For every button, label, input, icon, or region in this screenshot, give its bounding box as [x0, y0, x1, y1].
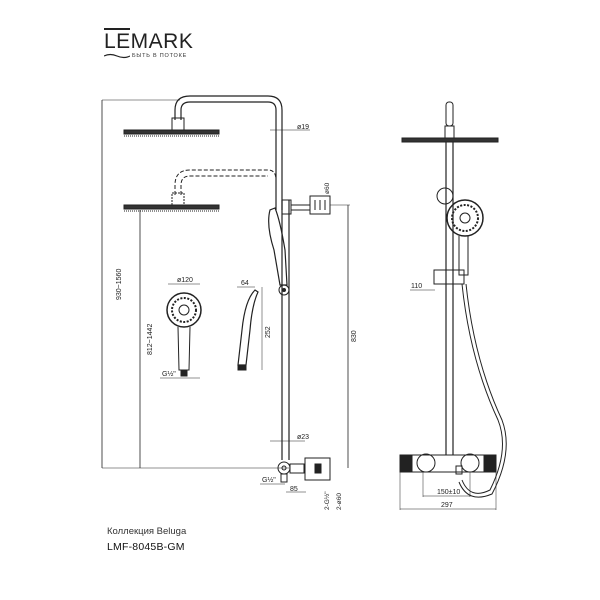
handshower-diameter-label: ø120 — [177, 277, 193, 284]
side-view: 110 150±10 297 — [399, 101, 507, 510]
wall-offset-label: 110 — [411, 283, 422, 290]
front-view: 930~1560 812~1442 ø19 ø60 830 — [101, 95, 358, 510]
brand-tagline: БЫТЬ В ПОТОКЕ — [132, 53, 188, 59]
handshower-length-label: 252 — [265, 326, 272, 338]
total-height-label: 930~1560 — [116, 269, 123, 300]
flange-diameter-label: 2-ø60 — [336, 493, 343, 510]
handshower-depth-label: 64 — [241, 280, 249, 287]
brand-name: LEMARK — [104, 30, 194, 53]
pipe-diameter-label: ø23 — [297, 434, 309, 441]
bar-length-label: 830 — [351, 330, 358, 342]
collection-caption: Коллекция Beluga — [107, 526, 187, 537]
holder-diameter-label: ø60 — [324, 182, 331, 194]
model-number: LMF-8045B-GM — [107, 541, 185, 553]
logo-bar — [104, 28, 130, 30]
arm-diameter-label: ø19 — [297, 124, 309, 131]
centers-label: 150±10 — [437, 489, 460, 496]
handshower-detail: ø120 G½" 64 252 — [160, 277, 272, 379]
handshower-thread-label: G½" — [162, 370, 176, 378]
outlet-offset-label: 85 — [290, 486, 298, 493]
logo-wave-icon — [104, 53, 130, 59]
mixer-thread-label: 2-G½" — [323, 491, 331, 510]
mixer-width-label: 297 — [441, 502, 453, 509]
head-height-label: 812~1442 — [147, 324, 154, 355]
inlet-thread-label: G½" — [262, 476, 276, 484]
